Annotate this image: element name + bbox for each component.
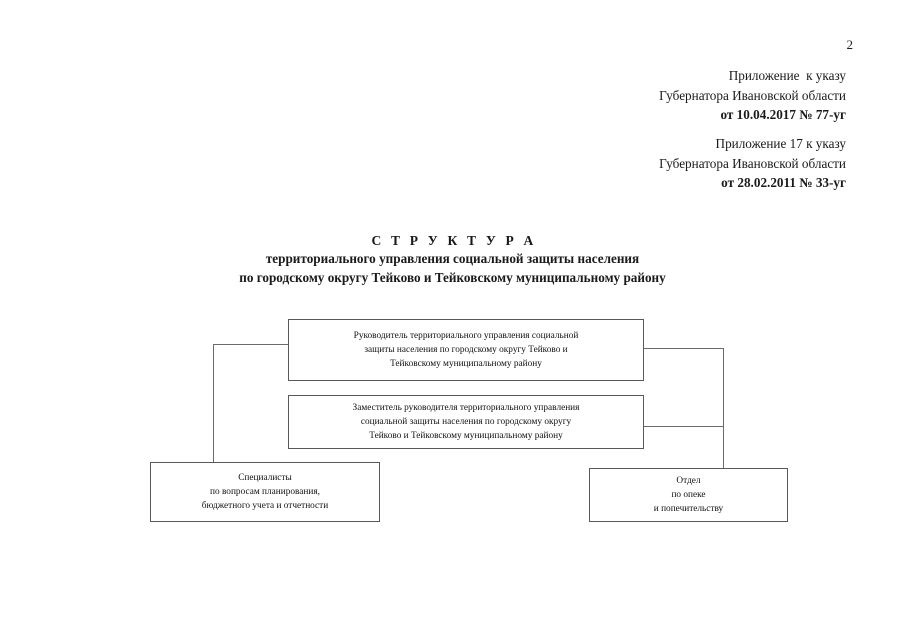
appendix-line: Приложение 17 к указу [715,136,846,151]
connector-head-to-specialists-horizontal [213,344,289,345]
connector-head-to-trunk-horizontal [644,348,724,349]
org-node-line: Отдел [676,475,701,486]
appendix-block-2011: Приложение 17 к указу Губернатора Иванов… [0,134,846,193]
org-node-line: по опеке [671,489,706,500]
org-node-guardianship: Отдел по опеке и попечительству [589,468,788,522]
appendix-line: Приложение к указу [728,68,846,83]
page-number: 2 [846,37,854,52]
org-node-line: Специалисты [238,472,292,483]
title-subline: территориального управления социальной з… [265,251,640,266]
org-node-head: Руководитель территориального управления… [288,319,644,381]
org-node-line: Заместитель руководителя территориальног… [352,402,580,413]
org-node-line: социальной защиты населения по городском… [360,416,572,427]
appendix-block-2017: Приложение к указу Губернатора Ивановско… [0,66,846,125]
org-node-line: защиты населения по городскому округу Те… [364,344,568,355]
page-title: С Т Р У К Т У Р А территориального управ… [0,231,905,287]
org-node-line: Тейково и Тейковскому муниципальному рай… [369,431,563,442]
connector-deputy-to-trunk-horizontal [644,426,724,427]
appendix-line: Губернатора Ивановской области [659,155,846,171]
org-node-line: по вопросам планирования, [210,486,320,497]
connector-head-to-specialists-vertical [213,344,214,463]
appendix-line: от 10.04.2017 № 77-уг [720,107,846,122]
org-node-line: Тейковскому муниципальному району [390,359,542,370]
appendix-line: Губернатора Ивановской области [659,87,846,103]
org-node-line: Руководитель территориального управления… [353,330,579,341]
org-node-specialists: Специалисты по вопросам планирования, бю… [150,462,380,522]
title-main: С Т Р У К Т У Р А [371,233,537,248]
title-subline: по городскому округу Тейково и Тейковско… [239,269,666,285]
org-node-line: бюджетного учета и отчетности [201,501,329,512]
org-node-deputy: Заместитель руководителя территориальног… [288,395,644,449]
connector-trunk-to-guardianship-vertical [723,348,724,469]
appendix-line: от 28.02.2011 № 33-уг [721,175,846,190]
org-node-line: и попечительству [653,504,724,515]
